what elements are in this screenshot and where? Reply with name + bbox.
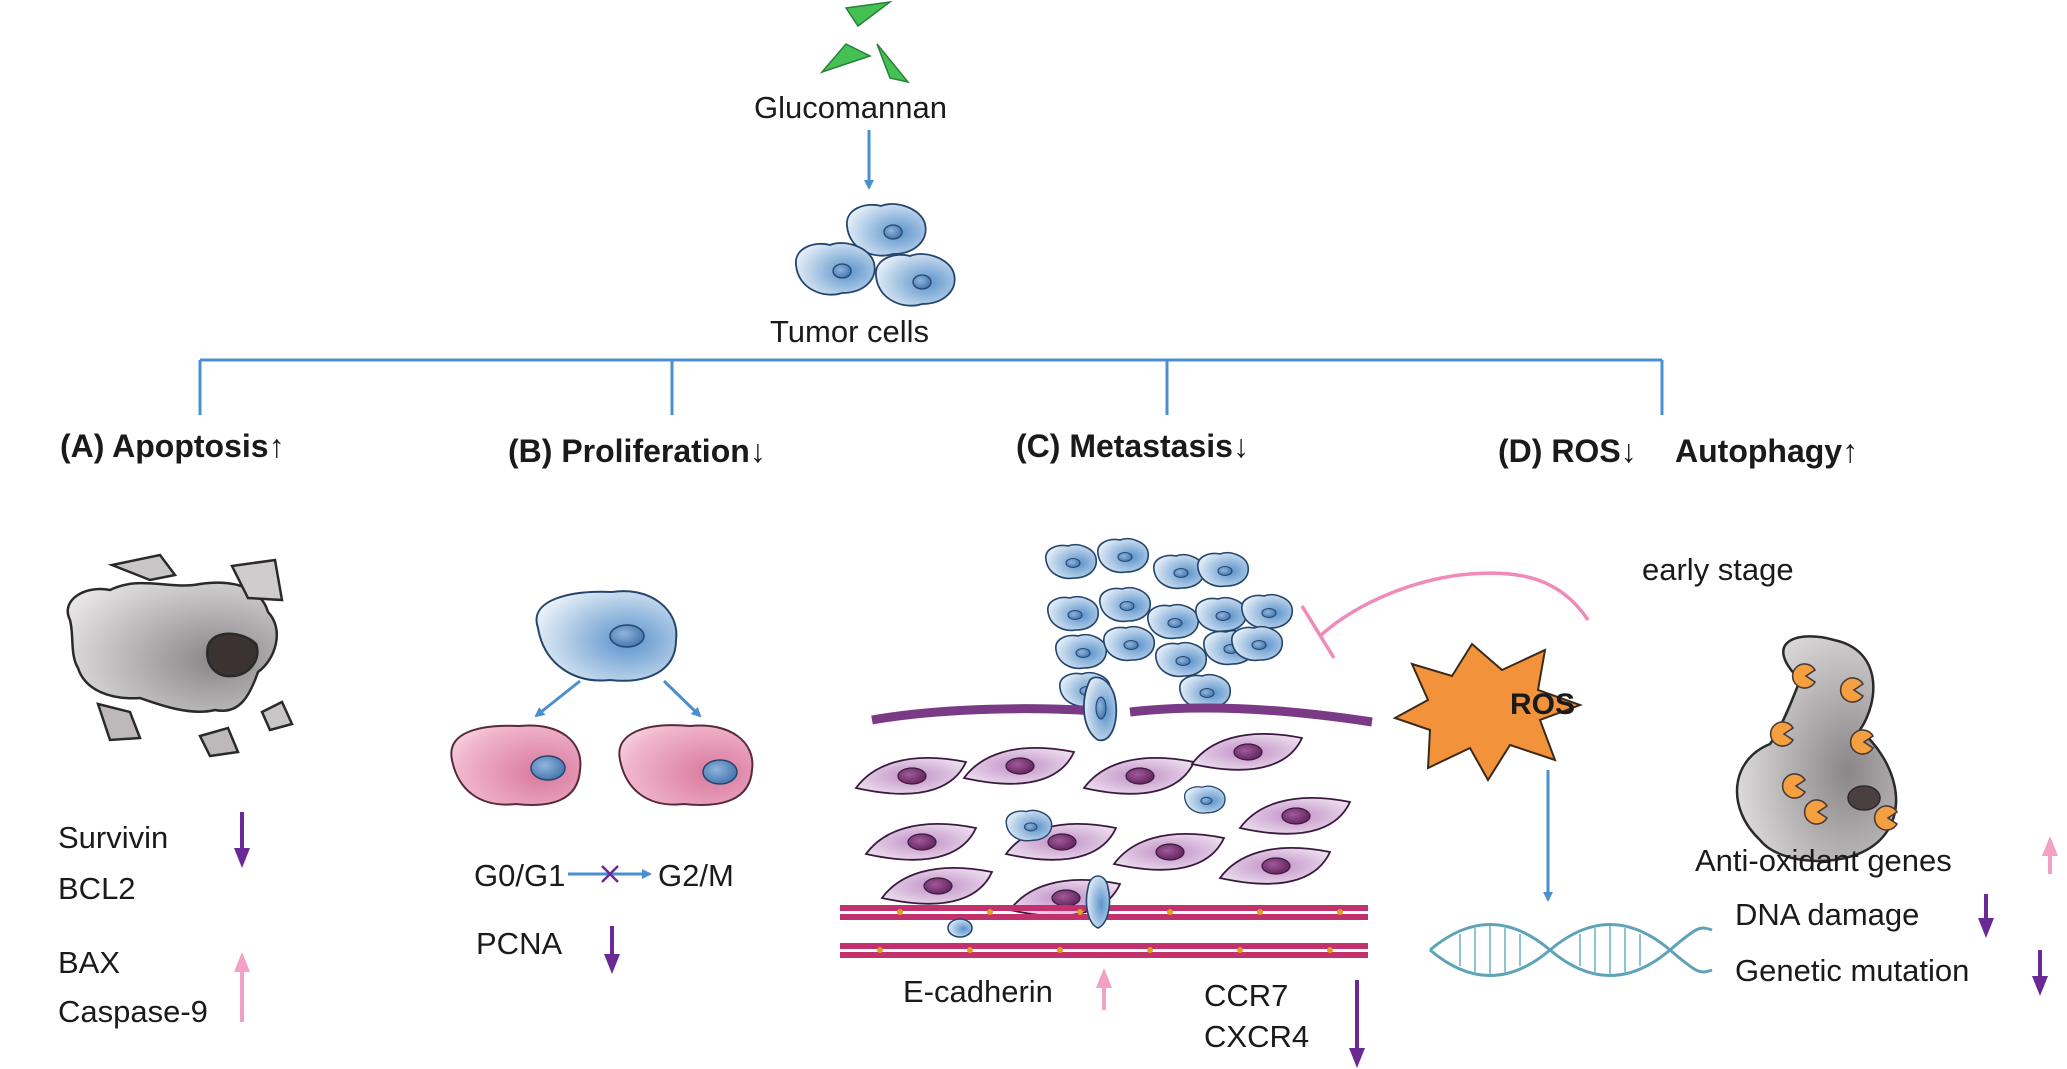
inhibition-label: early stage xyxy=(1642,552,1794,587)
ros-label: ROS xyxy=(1510,688,1576,721)
marker-bcl2: BCL2 xyxy=(58,871,136,906)
blood-vessel-icon xyxy=(840,875,1368,958)
glucomannan-leaf-icon xyxy=(819,0,910,84)
apoptotic-cell-icon xyxy=(66,553,294,758)
lysosome-pacman-group xyxy=(1769,663,1898,831)
marker-cxcr4: CXCR4 xyxy=(1204,1019,1310,1054)
cell-cycle-from: G0/G1 xyxy=(474,858,566,893)
ros-burst xyxy=(1392,642,1583,782)
invading-cell-icon xyxy=(1083,676,1118,742)
panel-b-heading: (B) Proliferation↓ xyxy=(508,433,766,469)
compound-label: Glucomannan xyxy=(754,90,948,125)
panel-a-heading: (A) Apoptosis↑ xyxy=(60,428,285,464)
marker-ccr7: CCR7 xyxy=(1204,978,1289,1013)
marker-bax: BAX xyxy=(58,945,121,980)
marker-genetic-mutation: Genetic mutation xyxy=(1735,953,1970,988)
marker-pcna: PCNA xyxy=(476,926,563,961)
dna-helix-icon xyxy=(1429,923,1713,977)
marker-survivin: Survivin xyxy=(58,820,169,855)
inhibition-arc xyxy=(1318,571,1590,638)
marker-dna-damage: DNA damage xyxy=(1735,897,1920,932)
panel-d-heading-autophagy: Autophagy↑ xyxy=(1675,433,1859,469)
marker-caspase-9: Caspase-9 xyxy=(58,994,208,1029)
branch-connector xyxy=(198,358,1664,415)
cell-cycle-arrest-arrow xyxy=(568,865,652,883)
cell-cycle-to: G2/M xyxy=(658,858,734,893)
panel-c-heading: (C) Metastasis↓ xyxy=(1016,428,1249,464)
target-label: Tumor cells xyxy=(770,314,930,349)
tumor-cluster-icon xyxy=(1045,537,1294,710)
basement-membrane xyxy=(871,703,1373,727)
marker-e-cadherin: E-cadherin xyxy=(903,974,1053,1009)
panel-d-heading-ros: (D) ROS↓ xyxy=(1498,433,1637,469)
tumor-cell-icon xyxy=(794,203,956,307)
dividing-cell-icon xyxy=(450,590,754,806)
marker-antioxidant: Anti-oxidant genes xyxy=(1695,843,1952,878)
inhibition-bar xyxy=(1300,605,1336,659)
